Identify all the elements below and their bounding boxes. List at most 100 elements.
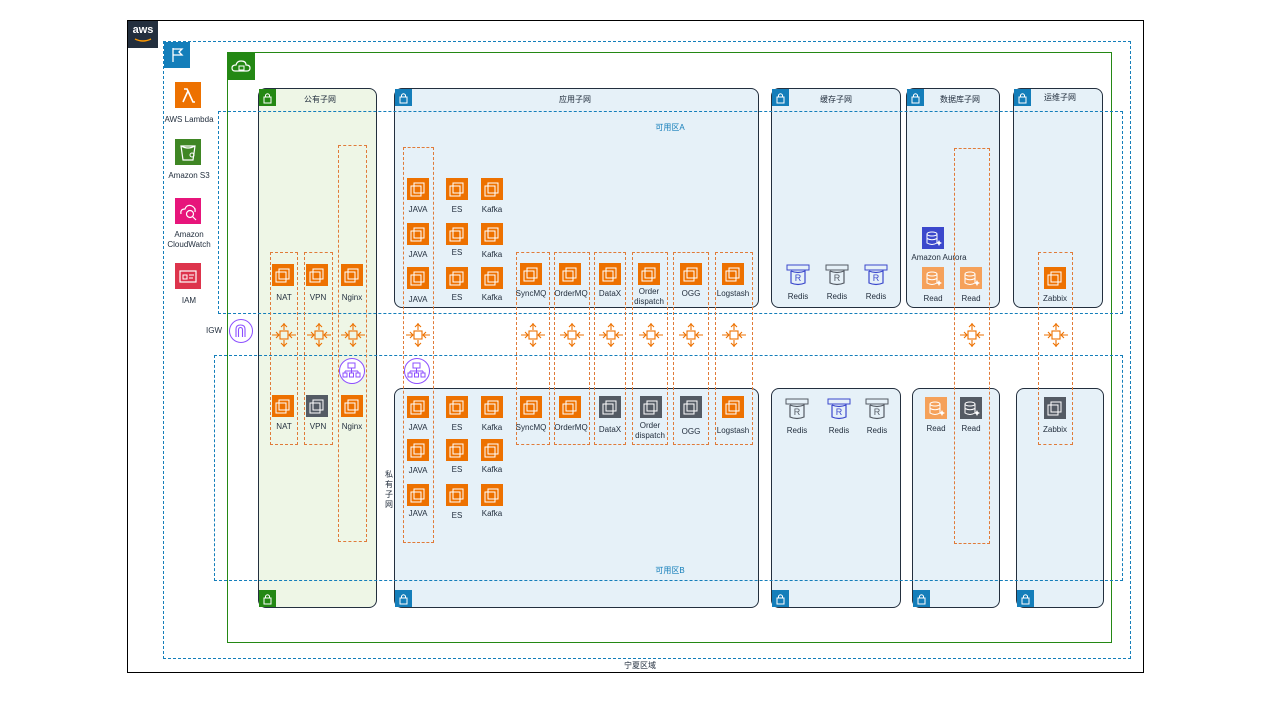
redis-icon: R xyxy=(862,397,892,421)
endpoint-icon xyxy=(560,323,584,347)
svg-text:R: R xyxy=(794,407,801,417)
igw-label: IGW xyxy=(206,326,222,335)
vpc-cloud-icon xyxy=(228,53,255,80)
ec2-instance-icon xyxy=(1044,267,1066,289)
b-mq-3-line2: dispatch xyxy=(635,431,665,440)
svg-text:R: R xyxy=(834,273,841,283)
b-cache-1: Redis xyxy=(828,426,850,435)
ec2-instance-icon xyxy=(1044,397,1066,419)
ec2-instance-icon xyxy=(640,396,662,418)
ec2-instance-icon xyxy=(341,264,363,286)
b-cache-2: Redis xyxy=(866,426,888,435)
cache-subnet-lock-icon xyxy=(772,89,789,106)
aurora-icon xyxy=(922,227,944,249)
b-db-1: Read xyxy=(961,424,981,433)
ec2-instance-icon xyxy=(638,263,660,285)
b-mq-1: OrderMQ xyxy=(554,423,588,432)
b-mq-2: DataX xyxy=(598,425,622,434)
a-app-r0-c0: JAVA xyxy=(408,205,428,214)
group-zabbix xyxy=(1038,252,1073,445)
a-app-r0-c1: ES xyxy=(451,205,463,214)
redis-icon: R xyxy=(824,397,854,421)
b-public-label-2: Nginx xyxy=(341,422,363,431)
group-order-dispatch xyxy=(632,252,668,445)
endpoint-icon xyxy=(307,323,331,347)
app-subnet-b-lock-icon xyxy=(395,590,412,607)
svg-text:R: R xyxy=(874,407,881,417)
endpoint-icon xyxy=(1044,323,1068,347)
az-a-label: 可用区A xyxy=(655,123,685,132)
ec2-instance-icon xyxy=(272,395,294,417)
db-subnet-title: 数据库子网 xyxy=(940,95,980,104)
a-mq-3: Order dispatch xyxy=(628,287,670,307)
ec2-instance-icon xyxy=(520,396,542,418)
availability-zone-b xyxy=(214,355,1123,581)
a-mq-1: OrderMQ xyxy=(554,289,588,298)
db-subnet-b-lock-icon xyxy=(913,590,930,607)
app-subnet-lock-icon xyxy=(395,89,412,106)
ops-subnet-lock-icon xyxy=(1014,89,1031,106)
ec2-instance-icon xyxy=(559,396,581,418)
endpoint-icon xyxy=(639,323,663,347)
a-app-r0-c2: Kafka xyxy=(481,205,503,214)
b-ops-0: Zabbix xyxy=(1042,425,1067,434)
ec2-instance-icon xyxy=(407,484,429,506)
a-mq-0: SyncMQ xyxy=(515,289,547,298)
app-subnet-title: 应用子网 xyxy=(559,95,591,104)
service-label-s3: Amazon S3 xyxy=(168,171,210,180)
az-b-label: 可用区B xyxy=(655,566,685,575)
b-cache-0: Redis xyxy=(786,426,808,435)
availability-zone-a xyxy=(218,111,1123,314)
ec2-instance-icon xyxy=(446,439,468,461)
public-subnet-lock-icon xyxy=(259,89,276,106)
a-mq-3-line1: Order xyxy=(638,287,660,296)
a-mq-5: Logstash xyxy=(716,289,750,298)
ops-subnet-b xyxy=(1016,388,1104,608)
endpoint-icon xyxy=(599,323,623,347)
a-public-label-1: VPN xyxy=(309,293,327,302)
b-app-r0-c2: Kafka xyxy=(481,423,503,432)
ec2-instance-icon xyxy=(722,263,744,285)
aws-cloud-frame xyxy=(127,20,1144,673)
ec2-instance-icon xyxy=(599,263,621,285)
b-public-label-1: VPN xyxy=(309,422,327,431)
aws-logo: aws xyxy=(128,21,158,48)
group-vpn xyxy=(304,252,333,445)
a-mq-4: OGG xyxy=(681,289,701,298)
public-subnet-b-lock-icon xyxy=(259,590,276,607)
ec2-instance-icon xyxy=(722,396,744,418)
ec2-instance-icon xyxy=(407,396,429,418)
service-label-lambda: AWS Lambda xyxy=(164,115,214,124)
aws-logo-text: aws xyxy=(132,24,154,36)
group-ogg xyxy=(673,252,709,445)
ec2-instance-icon xyxy=(481,396,503,418)
database-read-icon xyxy=(960,397,982,419)
b-app-r2-c2: Kafka xyxy=(481,509,503,518)
redis-icon: R xyxy=(861,263,891,287)
ec2-instance-icon xyxy=(306,264,328,286)
ec2-instance-icon xyxy=(481,439,503,461)
a-mq-3-line2: dispatch xyxy=(634,297,664,306)
ec2-instance-icon xyxy=(407,223,429,245)
cloudwatch-label-line2: CloudWatch xyxy=(167,240,211,249)
endpoint-icon xyxy=(406,323,430,347)
ec2-instance-icon xyxy=(446,267,468,289)
lambda-icon xyxy=(175,82,201,108)
group-java xyxy=(403,147,434,543)
redis-icon: R xyxy=(782,397,812,421)
group-ordermq xyxy=(554,252,590,445)
ec2-instance-icon xyxy=(446,484,468,506)
endpoint-icon xyxy=(521,323,545,347)
s3-bucket-icon xyxy=(175,139,201,165)
group-db-read xyxy=(954,148,990,544)
db-subnet-lock-icon xyxy=(907,89,924,106)
ec2-instance-icon xyxy=(407,267,429,289)
svg-text:R: R xyxy=(795,273,802,283)
endpoint-icon xyxy=(341,323,365,347)
ec2-instance-icon xyxy=(599,396,621,418)
b-app-r2-c1: ES xyxy=(451,511,463,520)
b-app-r1-c1: ES xyxy=(451,465,463,474)
b-app-r0-c1: ES xyxy=(451,423,463,432)
b-app-r0-c0: JAVA xyxy=(408,423,428,432)
ec2-instance-icon xyxy=(481,178,503,200)
